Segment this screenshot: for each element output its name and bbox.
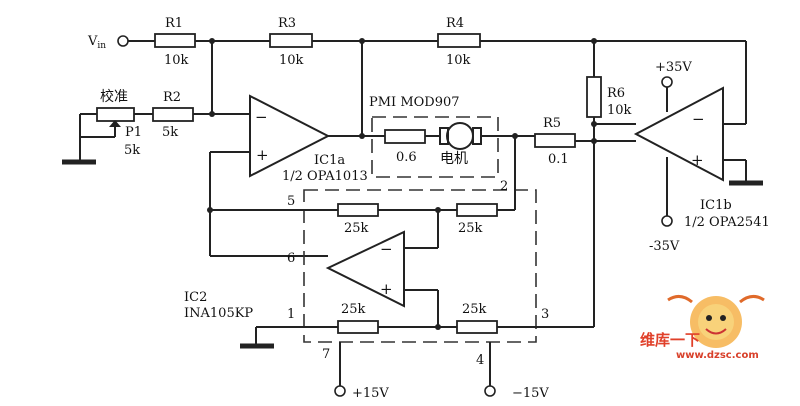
motor-symbol — [446, 122, 474, 150]
vin-terminal — [117, 35, 129, 47]
watermark-logo — [667, 295, 765, 348]
pos35-terminal — [661, 76, 673, 88]
neg35-label: -35V — [649, 239, 680, 254]
r3-value: 10k — [279, 53, 304, 68]
pin-2: 2 — [500, 179, 508, 194]
pin-4: 4 — [476, 353, 484, 368]
ic1b-opamp — [633, 86, 724, 182]
ic2-r-bot-right — [456, 320, 498, 334]
ic1a-plus: + — [256, 146, 269, 164]
r2-value: 5k — [162, 125, 178, 140]
r2-name: R2 — [163, 90, 181, 105]
r4-name: R4 — [446, 16, 464, 31]
motor-title: PMI MOD907 — [369, 95, 460, 110]
watermark-brand: 维库一下 — [640, 331, 700, 349]
ic2-r-bot-right-value: 25k — [462, 302, 487, 317]
watermark-url: www.dzsc.com — [676, 350, 759, 361]
pin-6: 6 — [287, 251, 295, 266]
ic2-r-top-right-value: 25k — [458, 221, 483, 236]
ic1a-minus: − — [255, 108, 268, 126]
r5-value: 0.1 — [548, 152, 569, 167]
pin-3: 3 — [541, 307, 549, 322]
p1-value: 5k — [124, 143, 140, 158]
r4-value: 10k — [446, 53, 471, 68]
vin-label: Vin — [87, 34, 106, 51]
r5-resistor — [534, 133, 576, 148]
motor-dashed-box — [371, 116, 499, 178]
neg15-terminal — [484, 385, 496, 397]
ic2-name: IC2 — [184, 290, 207, 305]
ic2-minus: − — [380, 240, 393, 258]
ic2-dashed-box — [303, 189, 537, 343]
r3-resistor — [269, 33, 313, 48]
ic1b-name: IC1b — [700, 198, 732, 213]
r2-resistor — [152, 107, 194, 122]
pin-1: 1 — [287, 307, 295, 322]
pos35-label: +35V — [655, 60, 692, 75]
ic1a-name: IC1a — [314, 153, 345, 168]
neg15-label: −15V — [512, 386, 549, 401]
ic2-r-bot-left — [337, 320, 379, 334]
pin-7: 7 — [322, 347, 330, 362]
r1-name: R1 — [165, 16, 183, 31]
p1-name: P1 — [125, 125, 142, 140]
motor-r-value: 0.6 — [396, 150, 417, 165]
ic2-opamp — [325, 230, 405, 308]
ic2-part: INA105KP — [184, 306, 253, 321]
r3-name: R3 — [278, 16, 296, 31]
r6-resistor — [586, 76, 602, 118]
ic1b-part: 1/2 OPA2541 — [684, 215, 770, 230]
ic2-r-top-left — [337, 203, 379, 217]
motor-label: 电机 — [440, 151, 468, 167]
pin-5: 5 — [287, 194, 295, 209]
ic1b-minus: − — [692, 110, 705, 128]
r5-name: R5 — [543, 116, 561, 131]
ic1b-plus: + — [691, 151, 704, 169]
pos15-label: +15V — [352, 386, 389, 401]
motor-internal-resistor — [384, 129, 426, 144]
r6-name: R6 — [607, 86, 625, 101]
pot-calibrate-label: 校准 — [100, 88, 128, 105]
ic2-r-top-left-value: 25k — [344, 221, 369, 236]
ic1a-opamp — [249, 94, 331, 178]
r1-resistor — [154, 33, 196, 48]
ic2-r-top-right — [456, 203, 498, 217]
pos15-terminal — [334, 385, 346, 397]
r4-resistor — [437, 33, 481, 48]
ic1a-part: 1/2 OPA1013 — [282, 169, 368, 184]
r6-value: 10k — [607, 103, 632, 118]
neg35-terminal — [661, 215, 673, 227]
ic2-r-bot-left-value: 25k — [341, 302, 366, 317]
ic2-plus: + — [380, 280, 393, 298]
p1-potentiometer — [96, 107, 135, 122]
r1-value: 10k — [164, 53, 189, 68]
